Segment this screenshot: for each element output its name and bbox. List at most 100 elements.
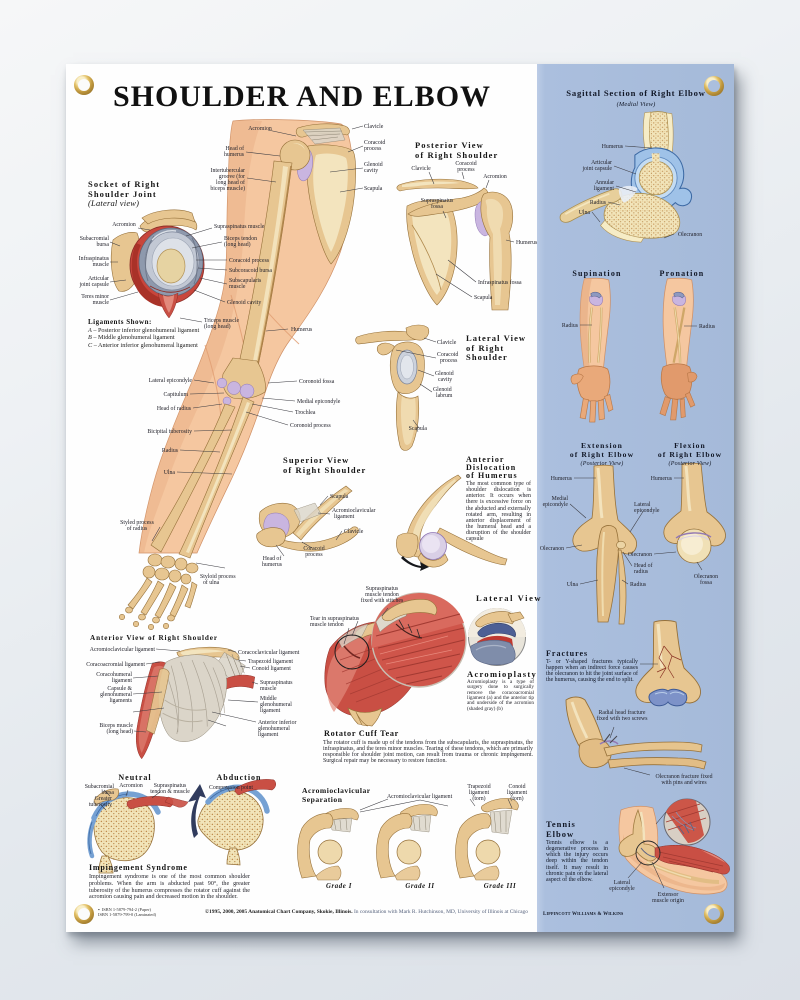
svg-text:Clavicle: Clavicle bbox=[364, 124, 384, 130]
svg-text:Annular: Annular bbox=[595, 180, 614, 186]
svg-text:Articular: Articular bbox=[88, 276, 109, 282]
svg-text:fossa: fossa bbox=[700, 579, 712, 586]
svg-text:tendon & muscle: tendon & muscle bbox=[150, 789, 190, 795]
svg-text:with pins and wires: with pins and wires bbox=[661, 780, 707, 786]
svg-text:labrum: labrum bbox=[436, 393, 453, 399]
svg-text:bursa: bursa bbox=[96, 242, 109, 248]
svg-text:Radial head fracture: Radial head fracture bbox=[599, 709, 646, 716]
svg-text:Coracoacromial ligament: Coracoacromial ligament bbox=[86, 662, 145, 668]
svg-text:Lateral: Lateral bbox=[614, 880, 631, 886]
svg-text:long head of: long head of bbox=[216, 179, 245, 186]
svg-text:ligament: ligament bbox=[112, 678, 133, 684]
svg-text:Supraspinatus: Supraspinatus bbox=[260, 680, 293, 686]
svg-text:Coracoid: Coracoid bbox=[455, 161, 476, 167]
svg-text:joint capsule: joint capsule bbox=[79, 282, 110, 288]
svg-text:cavity: cavity bbox=[364, 168, 378, 174]
svg-text:groove (for: groove (for bbox=[219, 173, 245, 180]
svg-text:Humerus: Humerus bbox=[551, 476, 573, 482]
svg-text:muscle: muscle bbox=[93, 262, 110, 268]
svg-text:Humerus: Humerus bbox=[516, 240, 538, 246]
svg-text:Coracoclavicular ligament: Coracoclavicular ligament bbox=[238, 650, 300, 656]
svg-text:Acromion: Acromion bbox=[483, 174, 507, 180]
svg-text:Humerus: Humerus bbox=[291, 327, 313, 333]
svg-text:Olecranon: Olecranon bbox=[678, 232, 702, 238]
svg-text:Glenoid: Glenoid bbox=[433, 387, 452, 393]
svg-text:Supraspinatus: Supraspinatus bbox=[154, 783, 187, 789]
svg-text:Clavicle: Clavicle bbox=[344, 529, 364, 535]
svg-text:humerus: humerus bbox=[262, 562, 283, 568]
svg-text:Glenoid: Glenoid bbox=[435, 371, 454, 377]
svg-text:Intertubercular: Intertubercular bbox=[211, 168, 246, 174]
svg-text:bursa: bursa bbox=[101, 790, 114, 796]
svg-text:Olecranon: Olecranon bbox=[628, 552, 652, 558]
svg-text:process: process bbox=[440, 358, 458, 364]
svg-text:epicondyle: epicondyle bbox=[634, 508, 660, 514]
svg-text:Clavicle: Clavicle bbox=[437, 340, 457, 346]
svg-text:Radius: Radius bbox=[699, 324, 716, 330]
svg-text:(long head): (long head) bbox=[204, 323, 231, 330]
svg-text:Olecranon: Olecranon bbox=[540, 546, 564, 552]
svg-text:Head of: Head of bbox=[225, 145, 244, 152]
svg-text:Styloid process: Styloid process bbox=[200, 574, 236, 580]
svg-text:Humerus: Humerus bbox=[651, 476, 673, 482]
svg-text:process: process bbox=[457, 167, 475, 173]
svg-text:Head of radius: Head of radius bbox=[157, 405, 192, 412]
svg-text:Trochlea: Trochlea bbox=[295, 410, 316, 416]
svg-text:of radius: of radius bbox=[127, 525, 148, 532]
svg-text:ligament: ligament bbox=[258, 732, 279, 738]
svg-text:fossa: fossa bbox=[431, 203, 443, 210]
svg-text:Glenoid cavity: Glenoid cavity bbox=[227, 300, 261, 306]
svg-text:Extensor: Extensor bbox=[658, 892, 679, 898]
svg-text:Scapula: Scapula bbox=[474, 295, 493, 301]
svg-text:Capitulum: Capitulum bbox=[164, 392, 189, 398]
svg-text:Supraspinatus muscle: Supraspinatus muscle bbox=[214, 224, 265, 230]
svg-text:Olecranon fracture fixed: Olecranon fracture fixed bbox=[656, 773, 713, 780]
svg-text:Glenoid: Glenoid bbox=[364, 162, 383, 168]
svg-text:glenohumeral: glenohumeral bbox=[258, 726, 290, 732]
svg-text:Coracoid process: Coracoid process bbox=[229, 258, 270, 264]
svg-text:glenohumeral: glenohumeral bbox=[260, 702, 292, 708]
svg-text:biceps muscle): biceps muscle) bbox=[210, 185, 245, 192]
svg-text:Olecranon: Olecranon bbox=[694, 574, 718, 580]
svg-text:Greater: Greater bbox=[95, 796, 112, 802]
svg-text:Biceps tendon: Biceps tendon bbox=[224, 236, 257, 242]
svg-text:Ulna: Ulna bbox=[567, 582, 579, 588]
svg-text:(torn): (torn) bbox=[472, 795, 485, 802]
svg-text:humerus: humerus bbox=[224, 152, 245, 158]
svg-text:process: process bbox=[364, 146, 382, 152]
svg-text:Compression point: Compression point bbox=[209, 785, 253, 791]
svg-text:epicondyle: epicondyle bbox=[543, 502, 569, 508]
svg-text:Acromion: Acromion bbox=[248, 126, 272, 132]
svg-text:Radius: Radius bbox=[562, 323, 579, 329]
svg-text:muscle: muscle bbox=[260, 686, 277, 692]
svg-text:ligament: ligament bbox=[594, 186, 615, 192]
svg-text:Triceps muscle: Triceps muscle bbox=[204, 318, 239, 324]
svg-text:Coronoid process: Coronoid process bbox=[290, 423, 331, 429]
svg-text:Capsule &: Capsule & bbox=[107, 686, 132, 692]
svg-text:Radius: Radius bbox=[630, 582, 647, 588]
svg-text:ligament: ligament bbox=[334, 514, 355, 520]
svg-text:ligament: ligament bbox=[260, 708, 281, 714]
svg-text:Lateral: Lateral bbox=[634, 502, 651, 508]
svg-text:Conoid: Conoid bbox=[508, 784, 525, 790]
svg-text:Acromioclavicular ligament: Acromioclavicular ligament bbox=[387, 794, 453, 800]
svg-text:muscle tendon: muscle tendon bbox=[365, 592, 399, 598]
svg-text:Subscapularis: Subscapularis bbox=[229, 278, 262, 284]
svg-text:Bicipital tuberosity: Bicipital tuberosity bbox=[147, 429, 192, 435]
svg-text:Infraspinatus fossa: Infraspinatus fossa bbox=[478, 279, 522, 286]
svg-text:Coracoid: Coracoid bbox=[364, 140, 385, 146]
svg-text:Teres minor: Teres minor bbox=[81, 294, 109, 300]
svg-text:Articular: Articular bbox=[591, 160, 612, 166]
svg-text:Tear in supraspinatus: Tear in supraspinatus bbox=[310, 616, 360, 622]
svg-text:cavity: cavity bbox=[438, 377, 452, 383]
svg-text:of ulna: of ulna bbox=[203, 579, 220, 586]
svg-text:Radius: Radius bbox=[162, 448, 179, 454]
svg-text:epicondyle: epicondyle bbox=[609, 886, 635, 892]
svg-text:Coracoid: Coracoid bbox=[437, 352, 458, 358]
svg-text:ligament: ligament bbox=[507, 790, 528, 796]
svg-text:Acromioclavicular ligament: Acromioclavicular ligament bbox=[90, 647, 156, 653]
svg-text:Acromioclavicular: Acromioclavicular bbox=[332, 508, 376, 514]
svg-text:(long head): (long head) bbox=[106, 728, 133, 735]
svg-text:process: process bbox=[305, 552, 323, 558]
svg-text:Head of: Head of bbox=[634, 562, 653, 569]
